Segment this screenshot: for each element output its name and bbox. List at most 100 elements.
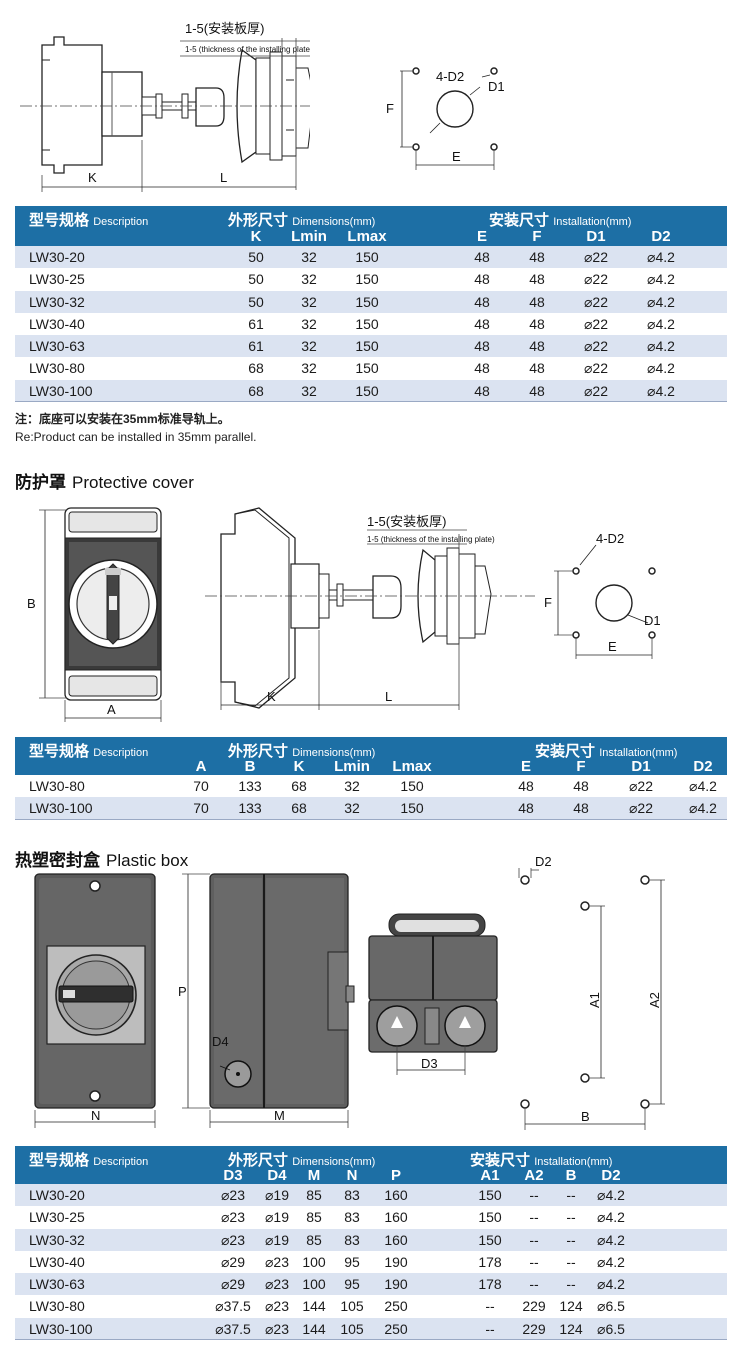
table-cell: -- bbox=[566, 1209, 576, 1226]
table-cell: -- bbox=[529, 1209, 539, 1226]
table-cell: 48 bbox=[529, 315, 545, 332]
table-row: LW30-20 50 32 150 48 48 ⌀22 ⌀4.2 bbox=[15, 246, 727, 269]
table-cell: 150 bbox=[355, 271, 379, 288]
table-cell: 48 bbox=[474, 293, 490, 310]
table-cell: 105 bbox=[340, 1320, 364, 1337]
table-cell: ⌀19 bbox=[264, 1231, 290, 1248]
table-cell: ⌀29 bbox=[220, 1276, 246, 1293]
table-cell: ⌀4.2 bbox=[597, 1253, 625, 1270]
table-cell: 144 bbox=[302, 1298, 326, 1315]
table-cell: 178 bbox=[478, 1276, 502, 1293]
table-cell: -- bbox=[566, 1187, 576, 1203]
dim-a-label: A bbox=[107, 702, 116, 717]
table-cell: ⌀22 bbox=[583, 338, 609, 355]
table-cell: 250 bbox=[384, 1320, 408, 1337]
table-cell: 150 bbox=[355, 338, 379, 355]
dim-header-en: Dimensions(mm) bbox=[292, 216, 376, 228]
column-header: Lmin bbox=[334, 758, 370, 775]
inst-header-cn: 安装尺寸 bbox=[489, 212, 550, 229]
table-row: LW30-25 ⌀23 ⌀19 85 83 160 150 -- -- ⌀4.2 bbox=[15, 1206, 727, 1228]
model-cell: LW30-80 bbox=[29, 778, 85, 794]
dim-l-label: L bbox=[220, 170, 227, 185]
dim-d1-label: D1 bbox=[488, 79, 505, 94]
dim-a1-label: A1 bbox=[587, 992, 602, 1008]
model-cell: LW30-100 bbox=[29, 382, 93, 399]
table-cell: 48 bbox=[529, 338, 545, 355]
table-cell: 133 bbox=[238, 778, 262, 794]
section-title-cn: 防护罩 bbox=[15, 473, 66, 492]
dim-d4-label: D4 bbox=[212, 1034, 229, 1049]
dim-header-cn: 外形尺寸 bbox=[228, 743, 289, 760]
table-cell: ⌀22 bbox=[583, 315, 609, 332]
dim-k-label: K bbox=[88, 170, 97, 185]
dim-4d2-label: 4-D2 bbox=[596, 531, 624, 546]
table-cell: 100 bbox=[302, 1276, 326, 1293]
table-cell: ⌀23 bbox=[220, 1187, 246, 1203]
table-cell: 83 bbox=[344, 1187, 360, 1203]
table-row: LW30-100 ⌀37.5 ⌀23 144 105 250 -- 229 12… bbox=[15, 1317, 727, 1341]
column-header: D2 bbox=[693, 758, 713, 775]
column-header: B bbox=[565, 1167, 577, 1184]
column-header: A1 bbox=[480, 1167, 500, 1184]
table-cell: 160 bbox=[384, 1209, 408, 1226]
table-row: LW30-80 68 32 150 48 48 ⌀22 ⌀4.2 bbox=[15, 357, 727, 379]
table-cell: 70 bbox=[193, 778, 209, 794]
dim-f-label: F bbox=[544, 595, 552, 610]
model-cell: LW30-20 bbox=[29, 249, 85, 265]
table-cell: -- bbox=[529, 1187, 539, 1203]
table-cell: 133 bbox=[238, 800, 262, 817]
mounting-hole-drawing-1: F E 4-D2 D1 bbox=[380, 55, 510, 175]
column-header: E bbox=[476, 228, 488, 245]
column-header: Lmax bbox=[347, 228, 387, 245]
note-cn: 注：底座可以安装在35mm标准导轨上。 bbox=[15, 412, 230, 426]
table-row: LW30-100 70 133 68 32 150 48 48 ⌀22 ⌀4.2 bbox=[15, 797, 727, 820]
table-cell: 48 bbox=[529, 382, 545, 399]
column-header: D3 bbox=[223, 1167, 243, 1184]
inst-header-en: Installation(mm) bbox=[553, 216, 632, 228]
table-row: LW30-40 ⌀29 ⌀23 100 95 190 178 -- -- ⌀4.… bbox=[15, 1251, 727, 1273]
table-cell: 70 bbox=[193, 800, 209, 817]
section-title-cn: 热塑密封盒 bbox=[15, 851, 100, 870]
desc-header-cn: 型号规格 bbox=[29, 1152, 90, 1169]
desc-header-en: Description bbox=[93, 1156, 149, 1168]
dim-d1-label: D1 bbox=[644, 613, 661, 628]
table-cell: -- bbox=[485, 1298, 495, 1315]
dimension-table-1: 型号规格 Description 外形尺寸 Dimensions(mm) 安装尺… bbox=[15, 206, 727, 403]
plate-thickness-label: 1-5(安装板厚) bbox=[185, 21, 264, 36]
column-header: D2 bbox=[601, 1167, 621, 1184]
table-cell: 32 bbox=[301, 382, 317, 399]
table-cell: 48 bbox=[518, 778, 534, 794]
table-cell: ⌀23 bbox=[264, 1276, 290, 1293]
table-cell: 61 bbox=[248, 338, 264, 355]
table-cell: ⌀4.2 bbox=[597, 1187, 625, 1203]
column-header: D4 bbox=[267, 1167, 287, 1184]
dim-header-cn: 外形尺寸 bbox=[228, 1152, 289, 1169]
table-cell: 48 bbox=[474, 271, 490, 288]
table-cell: ⌀29 bbox=[220, 1253, 246, 1270]
table-cell: 150 bbox=[355, 293, 379, 310]
dimension-table-3: 型号规格 Description 外形尺寸 Dimensions(mm) 安装尺… bbox=[15, 1146, 727, 1341]
table-cell: 32 bbox=[301, 293, 317, 310]
table-cell: 105 bbox=[340, 1298, 364, 1315]
dimension-table-2: 型号规格 Description 外形尺寸 Dimensions(mm) 安装尺… bbox=[15, 737, 727, 820]
column-header: Lmax bbox=[392, 758, 432, 775]
table-cell: ⌀22 bbox=[583, 249, 609, 265]
table-row: LW30-32 50 32 150 48 48 ⌀22 ⌀4.2 bbox=[15, 290, 727, 313]
model-cell: LW30-32 bbox=[29, 293, 85, 310]
table-cell: 48 bbox=[474, 382, 490, 399]
table-cell: 48 bbox=[474, 249, 490, 265]
column-header: M bbox=[307, 1167, 321, 1184]
dim-a2-label: A2 bbox=[647, 992, 662, 1008]
table-cell: 48 bbox=[529, 271, 545, 288]
table-cell: 150 bbox=[400, 778, 424, 794]
table-cell: ⌀4.2 bbox=[597, 1276, 625, 1293]
column-header: B bbox=[244, 758, 256, 775]
table-cell: 190 bbox=[384, 1276, 408, 1293]
table-cell: ⌀22 bbox=[583, 360, 609, 377]
column-header: D1 bbox=[631, 758, 651, 775]
table-cell: ⌀22 bbox=[583, 271, 609, 288]
table-cell: -- bbox=[529, 1231, 539, 1248]
model-cell: LW30-20 bbox=[29, 1187, 85, 1203]
table-cell: 124 bbox=[559, 1320, 583, 1337]
table-cell: 50 bbox=[248, 271, 264, 288]
